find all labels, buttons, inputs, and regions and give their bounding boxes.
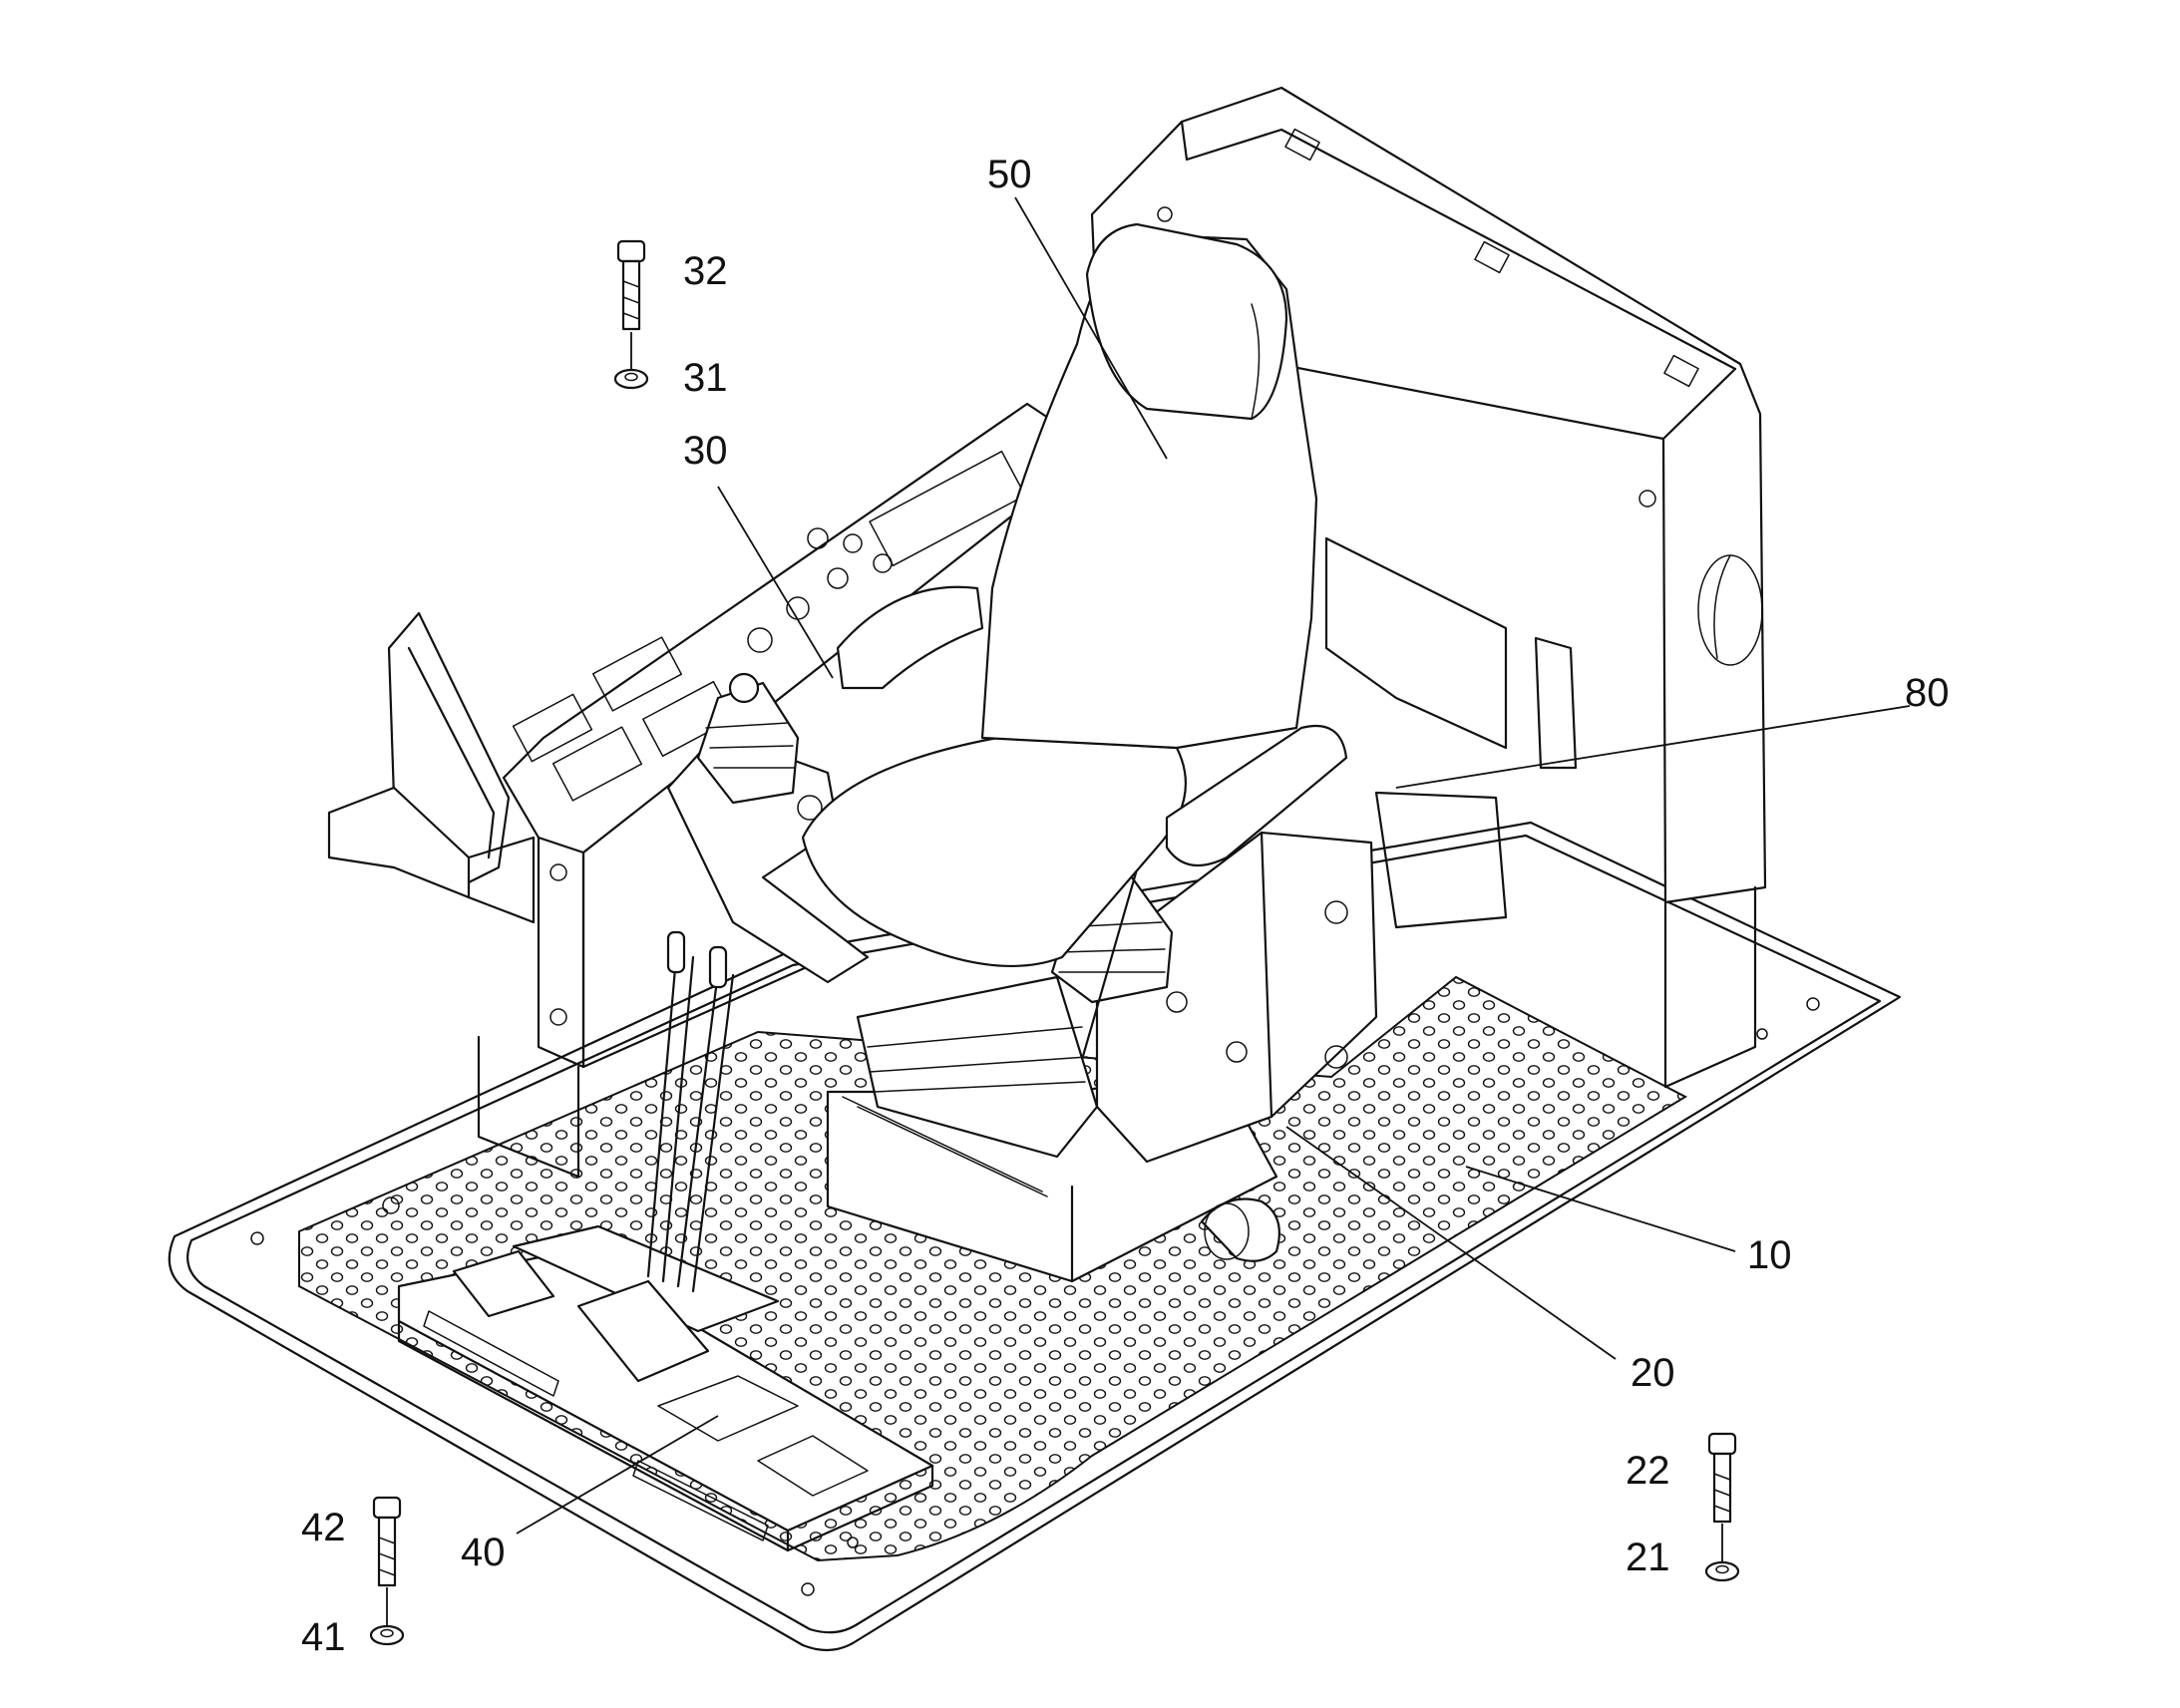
label-30: 30 [683, 429, 728, 473]
label-42: 42 [301, 1506, 346, 1549]
label-80: 80 [1905, 671, 1950, 715]
display-monitor [327, 611, 536, 924]
pedal-assembly-40 [397, 930, 934, 1552]
left-joystick-console [666, 672, 870, 984]
label-10: 10 [1747, 1233, 1792, 1277]
reference-numerals: 50 32 31 30 80 10 20 22 21 42 40 41 [301, 153, 1950, 1659]
bolt-42 [372, 1496, 402, 1587]
label-31: 31 [683, 356, 728, 400]
label-41: 41 [301, 1615, 346, 1659]
washer-41 [369, 1587, 405, 1646]
label-32: 32 [683, 249, 728, 293]
bolt-32 [616, 239, 646, 331]
label-50: 50 [987, 153, 1032, 196]
label-20: 20 [1631, 1351, 1675, 1395]
label-40: 40 [461, 1531, 506, 1574]
air-vent [1200, 1197, 1280, 1262]
bolt-22 [1707, 1432, 1737, 1524]
leader-lines [516, 196, 1911, 1535]
washer-21 [1704, 1524, 1740, 1582]
label-21: 21 [1626, 1536, 1670, 1579]
washer-31 [613, 332, 649, 390]
label-22: 22 [1626, 1449, 1670, 1493]
operator-seat-50 [801, 222, 1348, 1159]
